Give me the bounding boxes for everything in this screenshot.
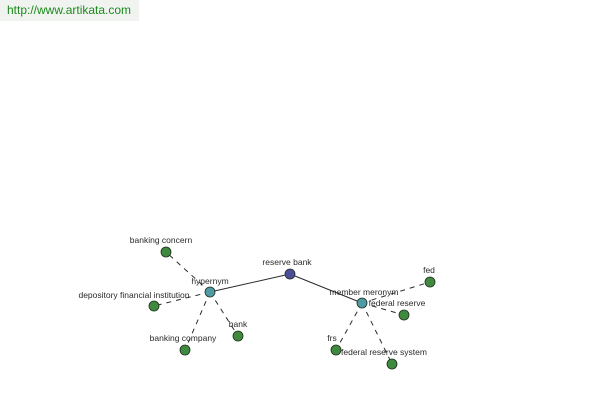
node-label-dfi[interactable]: depository financial institution [78,290,189,300]
node-mer[interactable] [356,297,368,309]
node-label-frs[interactable]: frs [327,333,336,343]
node-label-bco[interactable]: banking company [150,333,217,343]
edge-hyp-bco [184,291,211,351]
node-label-hyp[interactable]: hypernym [191,276,228,286]
edge-hyp-bc [165,251,211,293]
edge-mer-fed [361,281,431,304]
edge-root-mer [289,273,363,304]
source-url[interactable]: http://www.artikata.com [0,0,139,21]
node-label-frsys[interactable]: federal reserve system [341,347,427,357]
node-label-fr[interactable]: federal reserve [369,298,426,308]
node-frsys[interactable] [386,358,398,370]
graph-nodes [148,246,436,370]
node-frs[interactable] [330,344,342,356]
graph-edges [153,251,431,365]
edge-mer-fr [361,302,405,316]
node-label-root[interactable]: reserve bank [262,257,312,267]
node-fed[interactable] [424,276,436,288]
node-label-mer[interactable]: member meronym [330,287,399,297]
node-bc[interactable] [160,246,172,258]
node-hyp[interactable] [204,286,216,298]
edge-mer-frsys [361,302,393,365]
graph-labels: reserve bank hypernym member meronym bankin… [78,235,435,357]
edge-mer-frs [335,302,363,351]
node-label-bank[interactable]: bank [229,319,248,329]
node-fr[interactable] [398,309,410,321]
edge-hyp-bank [209,291,239,337]
node-dfi[interactable] [148,300,160,312]
node-root[interactable] [284,268,296,280]
node-bank[interactable] [232,330,244,342]
edge-root-hyp [209,273,291,293]
node-label-fed[interactable]: fed [423,265,435,275]
node-label-bc[interactable]: banking concern [130,235,193,245]
node-bco[interactable] [179,344,191,356]
